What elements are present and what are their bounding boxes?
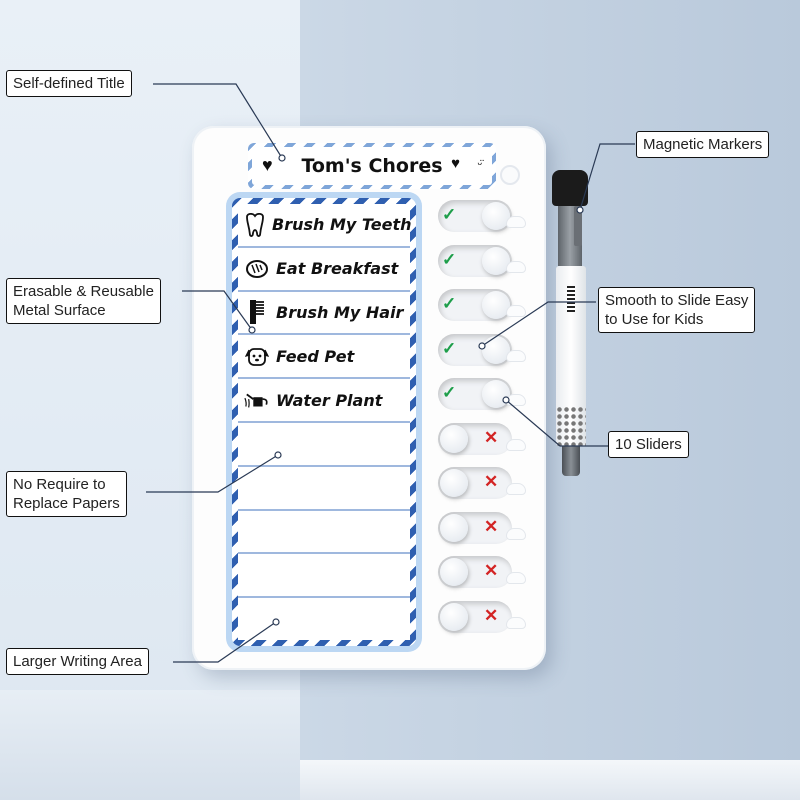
watering-can-icon (244, 387, 270, 413)
comb-icon (244, 299, 270, 325)
slider-knob[interactable] (482, 246, 510, 275)
magnetic-marker (548, 170, 592, 490)
slider-9[interactable]: ✕ (434, 552, 526, 592)
cloud-icon (506, 572, 526, 584)
slider-knob[interactable] (440, 469, 468, 497)
cross-icon: ✕ (484, 516, 499, 536)
cloud-icon (506, 260, 526, 273)
marker-pattern (556, 406, 586, 446)
slider-knob[interactable] (440, 602, 468, 631)
chore-row: Brush My Teeth (238, 204, 412, 248)
cloud-icon (506, 349, 526, 362)
cross-icon: ✕ (484, 605, 499, 625)
dog-icon (244, 343, 270, 369)
tooth-icon (244, 212, 266, 238)
chore-row: Eat Breakfast (238, 248, 410, 292)
chore-label: Feed Pet (276, 346, 355, 366)
cloud-icon (506, 438, 526, 451)
marker-clip (574, 206, 582, 246)
check-icon: ✓ (442, 249, 457, 269)
cloud-icon (506, 527, 526, 540)
slider-3[interactable]: ✓ (434, 285, 526, 325)
slider-knob[interactable] (440, 513, 468, 542)
check-icon: ✓ (442, 294, 457, 313)
board-title: Tom's Chores (301, 155, 443, 177)
cloud-icon (506, 483, 526, 495)
callout-magnetic-markers: Magnetic Markers (636, 131, 770, 158)
blank-line (238, 423, 410, 467)
smile-icon: ᵕ̈ (477, 157, 482, 171)
heart-icon: ♥ (451, 155, 460, 172)
marker-tip (562, 446, 580, 476)
striped-border: Brush My Teeth Eat Breakfast Brush My Ha… (232, 198, 416, 646)
slider-1[interactable]: ✓ (434, 196, 526, 236)
slider-8[interactable]: ✕ (434, 508, 526, 548)
writing-area: Brush My Teeth Eat Breakfast Brush My Ha… (238, 204, 412, 640)
cloud-icon (506, 216, 526, 228)
chore-label: Brush My Teeth (272, 215, 412, 235)
cloud-icon (506, 394, 526, 406)
callout-smooth-slide: Smooth to Slide Easy to Use for Kids (598, 287, 756, 333)
slider-7[interactable]: ✕ (434, 463, 526, 503)
blank-line (238, 511, 410, 555)
slider-10[interactable]: ✕ (434, 597, 526, 637)
chore-label: Eat Breakfast (276, 259, 399, 279)
callout-larger-writing-area: Larger Writing Area (6, 648, 149, 675)
slider-knob[interactable] (482, 202, 510, 230)
slider-knob[interactable] (440, 424, 468, 453)
cloud-icon (506, 616, 526, 629)
background-floor (0, 690, 300, 800)
writing-panel: Brush My Teeth Eat Breakfast Brush My Ha… (226, 192, 422, 652)
cloud-icon (506, 305, 526, 317)
blank-line (238, 598, 410, 640)
marker-cap (552, 170, 588, 206)
cross-icon: ✕ (484, 472, 499, 491)
blank-line (238, 467, 410, 511)
heart-icon: ♥ (262, 155, 273, 175)
chore-row: Water Plant (238, 379, 410, 423)
slider-knob[interactable] (440, 558, 468, 586)
hanging-hole (500, 165, 520, 185)
chore-label: Brush My Hair (276, 302, 404, 322)
slider-5[interactable]: ✓ (434, 374, 526, 414)
check-icon: ✓ (442, 205, 457, 224)
callout-ten-sliders: 10 Sliders (608, 431, 689, 458)
bread-icon (244, 256, 270, 282)
slider-4[interactable]: ✓ (434, 330, 526, 370)
shelf-surface (300, 760, 800, 800)
check-icon: ✓ (442, 383, 457, 402)
barcode-icon (567, 286, 575, 312)
callout-no-require-papers: No Require to Replace Papers (6, 471, 127, 517)
cross-icon: ✕ (484, 561, 499, 580)
title-strip: ♥ Tom's Chores ♥ ᵕ̈ (248, 143, 496, 189)
chore-row: Brush My Hair (238, 292, 410, 336)
title-box: ♥ Tom's Chores ♥ ᵕ̈ (252, 147, 492, 185)
blank-line (238, 554, 410, 599)
chore-row: Feed Pet (238, 335, 410, 380)
slider-column: ✓ ✓ ✓ ✓ ✓ ✕ ✕ ✕ ✕ ✕ (434, 196, 526, 646)
slider-2[interactable]: ✓ (434, 241, 526, 281)
callout-self-defined-title: Self-defined Title (6, 70, 132, 97)
cross-icon: ✕ (484, 427, 499, 447)
chore-label: Water Plant (276, 390, 383, 410)
callout-erasable-surface: Erasable & Reusable Metal Surface (6, 278, 161, 324)
slider-6[interactable]: ✕ (434, 419, 526, 459)
check-icon: ✓ (442, 338, 457, 358)
